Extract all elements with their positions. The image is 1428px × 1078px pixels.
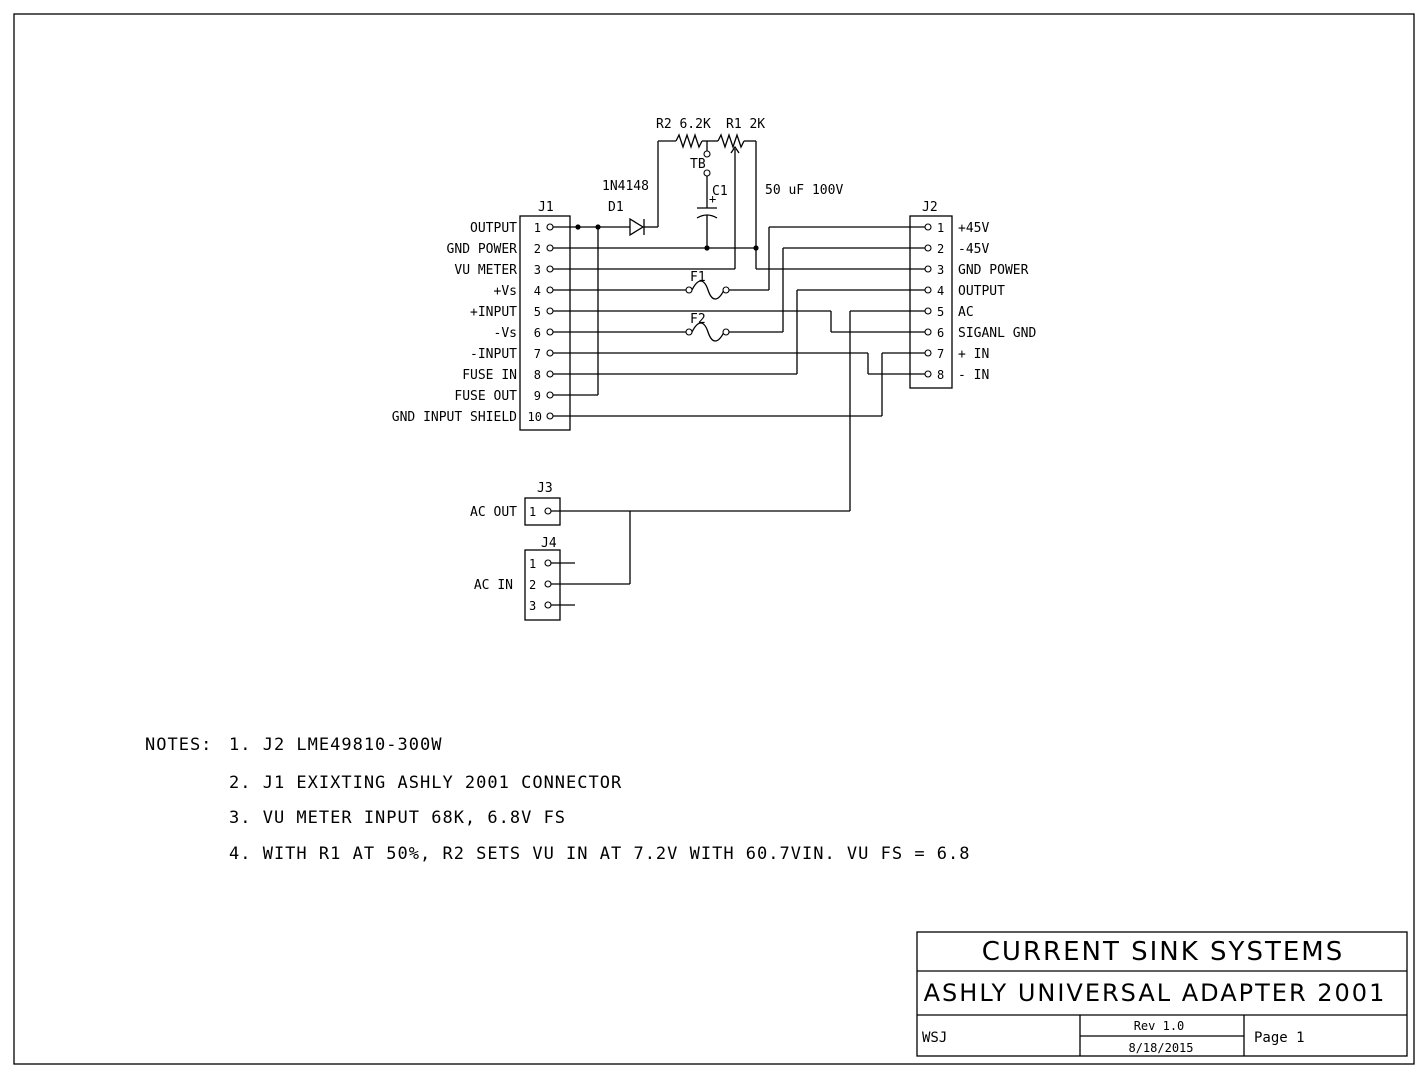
note-item: 3. VU METER INPUT 68K, 6.8V FS	[229, 808, 566, 828]
j2-pin-number: 5	[937, 305, 944, 319]
j2-pin-number: 1	[937, 221, 944, 235]
j4-body	[524, 549, 561, 621]
j4-ref: J4	[541, 536, 557, 551]
j2-pin-label: +45V	[958, 221, 989, 236]
j1-pin-number: 8	[534, 368, 541, 382]
tb-label: TB	[690, 157, 706, 172]
notes-heading: NOTES:	[145, 735, 212, 755]
c1-label: C1	[712, 184, 728, 199]
title-block-page: Page 1	[1254, 1030, 1305, 1046]
title-block-company: CURRENT SINK SYSTEMS	[982, 937, 1344, 967]
j1-pin-number: 3	[534, 263, 541, 277]
title-block: CURRENT SINK SYSTEMS ASHLY UNIVERSAL ADA…	[916, 931, 1408, 1057]
d1-diode-symbol	[629, 217, 645, 237]
j2-pin-label: -45V	[958, 242, 989, 257]
j4-pin-number: 2	[529, 578, 536, 592]
r2-label: R2 6.2K	[656, 117, 711, 132]
c1-value-label: 50 uF 100V	[765, 183, 843, 198]
title-block-title: ASHLY UNIVERSAL ADAPTER 2001	[924, 979, 1387, 1007]
title-block-date: 8/18/2015	[1128, 1041, 1193, 1055]
j2-pin-label: - IN	[958, 368, 989, 383]
j4-pin-number: 3	[529, 599, 536, 613]
j4-label: AC IN	[474, 578, 513, 593]
j2-pin-label: + IN	[958, 347, 989, 362]
j3-ref: J3	[537, 481, 553, 496]
j1-pin-label: GND INPUT SHIELD	[392, 410, 517, 425]
j4-pin-number: 1	[529, 557, 536, 571]
j2-pin-label: OUTPUT	[958, 284, 1005, 299]
j2-pin-label: GND POWER	[958, 263, 1029, 278]
j1-ref: J1	[538, 200, 554, 215]
j1-pin-label: FUSE IN	[462, 368, 517, 383]
j2-pin-label: AC	[958, 305, 974, 320]
j2-pin-number: 8	[937, 368, 944, 382]
j2-pin-labels: +45V -45V GND POWER OUTPUT AC SIGANL GND…	[958, 221, 1036, 383]
d1-part-label: 1N4148	[602, 179, 649, 194]
f2-fuse-symbol	[691, 322, 725, 342]
j2-pin-label: SIGANL GND	[958, 326, 1036, 341]
j1-pin-number: 2	[534, 242, 541, 256]
j2-pin-numbers: 1 2 3 4 5 6 7 8	[937, 221, 944, 382]
j1-body	[519, 215, 571, 431]
j3-pin-number: 1	[529, 505, 536, 519]
j1-pin-label: OUTPUT	[470, 221, 517, 236]
note-item: 4. WITH R1 AT 50%, R2 SETS VU IN AT 7.2V…	[229, 844, 971, 864]
j1-pin-number: 9	[534, 389, 541, 403]
notes-section: NOTES: 1. J2 LME49810-300W 2. J1 EXIXTIN…	[145, 735, 971, 864]
j1-pin-number: 5	[534, 305, 541, 319]
j1-pin-number: 1	[534, 221, 541, 235]
j1-pin-label: -Vs	[494, 326, 517, 341]
title-block-author: WSJ	[922, 1030, 947, 1046]
j2-pin-number: 4	[937, 284, 944, 298]
f1-fuse-symbol	[691, 280, 725, 300]
j2-pin-number: 7	[937, 347, 944, 361]
j1-pin-labels: OUTPUT GND POWER VU METER +Vs +INPUT -Vs…	[392, 221, 517, 425]
f2-label: F2	[690, 312, 706, 327]
title-block-revision: Rev 1.0	[1134, 1019, 1185, 1033]
j2-ref: J2	[922, 200, 938, 215]
r1-label: R1 2K	[726, 117, 765, 132]
note-item: 2. J1 EXIXTING ASHLY 2001 CONNECTOR	[229, 773, 622, 793]
j1-pin-label: +Vs	[494, 284, 517, 299]
j1-pin-number: 4	[534, 284, 541, 298]
j1-pin-numbers: 1 2 3 4 5 6 7 8 9 10	[528, 221, 542, 424]
j2-pin-number: 3	[937, 263, 944, 277]
j1-pin-label: GND POWER	[447, 242, 518, 257]
j1-pin-number: 6	[534, 326, 541, 340]
f1-label: F1	[690, 270, 706, 285]
j1-pin-number: 10	[528, 410, 542, 424]
j1-pin-label: +INPUT	[470, 305, 517, 320]
d1-label: D1	[608, 200, 624, 215]
schematic-wiring	[519, 132, 953, 621]
j2-pin-number: 2	[937, 242, 944, 256]
j1-pin-number: 7	[534, 347, 541, 361]
c1-polarity: +	[709, 192, 716, 206]
r2-resistor-symbol	[675, 132, 703, 150]
r1-pot-symbol	[717, 132, 745, 150]
j1-pin-label: VU METER	[454, 263, 517, 278]
j2-pin-number: 6	[937, 326, 944, 340]
sheet-border	[13, 13, 1415, 1065]
j3-label: AC OUT	[470, 505, 517, 520]
j1-pin-label: FUSE OUT	[454, 389, 517, 404]
j1-pin-label: -INPUT	[470, 347, 517, 362]
j2-body	[909, 215, 953, 389]
note-item: 1. J2 LME49810-300W	[229, 735, 442, 755]
